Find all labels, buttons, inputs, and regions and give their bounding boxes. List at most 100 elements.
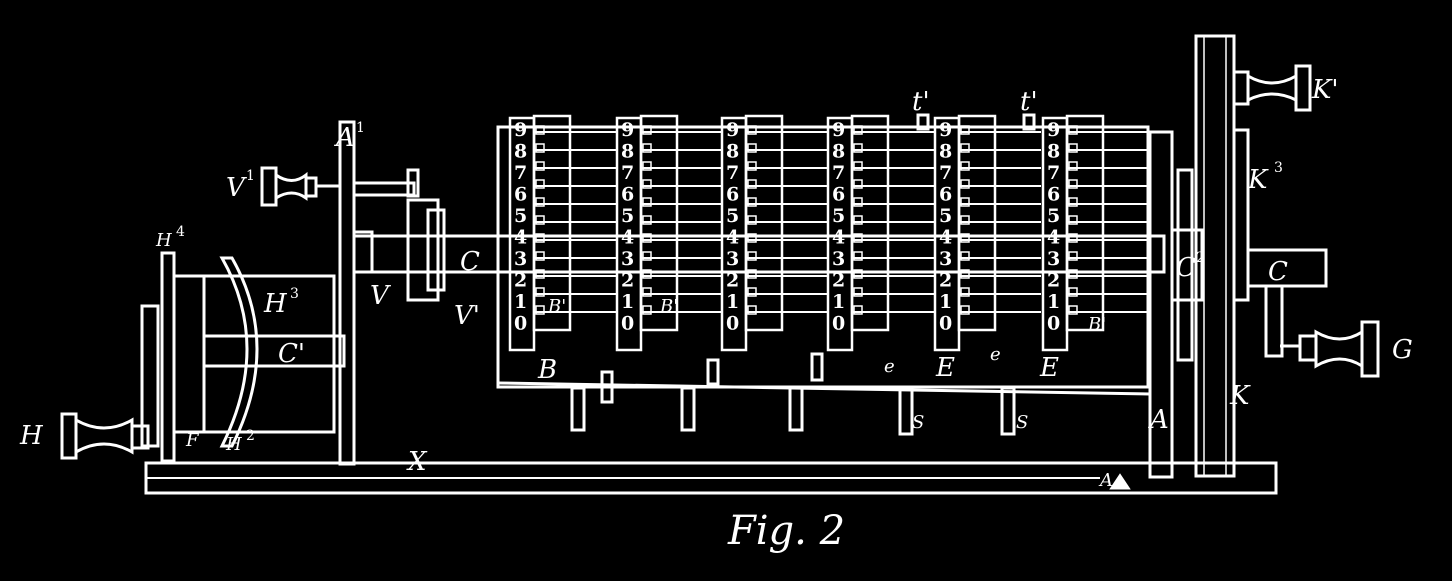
- h-rod-c-prime: [202, 334, 346, 368]
- label-a1-sup: 1: [356, 120, 365, 136]
- wheel-tooth: [1068, 197, 1078, 207]
- wheel-digit: 5: [621, 205, 634, 227]
- wheel-digit: 3: [514, 248, 527, 270]
- wheel-tooth: [853, 161, 863, 171]
- c2-hub: [1170, 228, 1204, 302]
- label-h3: H: [263, 289, 288, 319]
- labels: H H 2 H 3 H 4 F A 1 V 1 V V' C C' B B' B…: [19, 75, 1413, 554]
- wheel-digit: 7: [939, 162, 952, 184]
- wheel-digit: 4: [832, 227, 845, 249]
- wheel-tooth: [1068, 125, 1078, 135]
- wheel-tooth: [535, 287, 545, 297]
- wheel-digit: 7: [514, 162, 527, 184]
- v-rod: [352, 181, 416, 197]
- wheel-tooth: [853, 125, 863, 135]
- wheel-tooth: [960, 233, 970, 243]
- wheel-digit: 1: [726, 291, 739, 313]
- wheel-digit: 3: [726, 248, 739, 270]
- label-h2-sup: 2: [246, 428, 255, 444]
- wheel-digit: 1: [1047, 291, 1060, 313]
- label-b-prime-3: B': [1087, 314, 1106, 335]
- wheel-digit: 7: [726, 162, 739, 184]
- gear-k-inner: [1203, 35, 1227, 477]
- wheel-digit: 3: [832, 248, 845, 270]
- label-v1: V: [226, 173, 247, 203]
- wheel-digit: 0: [1047, 313, 1060, 335]
- label-h3-sup: 3: [290, 286, 299, 302]
- label-a: A: [1098, 470, 1113, 491]
- wheel-tooth: [1068, 215, 1078, 225]
- wheel-tooth: [747, 125, 757, 135]
- pin-t2: [1022, 113, 1036, 131]
- wheel-digit: 5: [832, 205, 845, 227]
- wheel-tooth: [960, 143, 970, 153]
- wheel-tooth: [747, 305, 757, 315]
- wheel-tooth: [853, 305, 863, 315]
- wheel-digit: 5: [1047, 205, 1060, 227]
- label-c2: C: [1176, 253, 1196, 283]
- wheel-tooth: [642, 269, 652, 279]
- v1-knob: [260, 166, 318, 207]
- number-wheels: 9876543210987654321098765432109876543210…: [508, 114, 1149, 352]
- label-t-prime-1: t': [912, 87, 930, 117]
- wheel-tooth: [642, 305, 652, 315]
- label-e-small-2: e: [990, 344, 1001, 365]
- h-knob: [60, 412, 134, 460]
- wheel-digit: 2: [832, 270, 845, 292]
- v-hub: [352, 230, 374, 274]
- v-gear-2: [426, 208, 446, 292]
- wheel-tooth: [1068, 287, 1078, 297]
- label-e-small-1: e: [884, 356, 895, 377]
- h-curved-plate: [219, 256, 259, 448]
- wheel-tooth: [535, 251, 545, 261]
- label-t-prime-2: t': [1020, 87, 1038, 117]
- label-e1: E: [935, 353, 955, 383]
- label-e2: E: [1039, 353, 1059, 383]
- wheel-digit: 0: [832, 313, 845, 335]
- wheel-tooth: [747, 197, 757, 207]
- wheel-digit: 5: [514, 205, 527, 227]
- wheel-digit: 7: [1047, 162, 1060, 184]
- wheel-digit: 1: [621, 291, 634, 313]
- wheel-digit: 2: [514, 270, 527, 292]
- wheel-digit: 5: [939, 205, 952, 227]
- label-k: K: [1229, 381, 1251, 411]
- h-left-plate: [140, 304, 160, 448]
- wheel-digit: 2: [1047, 270, 1060, 292]
- label-a1: A: [334, 123, 355, 153]
- wheel-tooth: [1068, 161, 1078, 171]
- wheel-digit: 8: [939, 141, 952, 163]
- wheel-digit: 9: [621, 119, 634, 141]
- wheel-tooth: [642, 161, 652, 171]
- wheel-tooth: [960, 125, 970, 135]
- wheel-digit: 4: [939, 227, 952, 249]
- wheel-tooth: [642, 179, 652, 189]
- wheel-tooth: [535, 179, 545, 189]
- stud-top-3: [810, 352, 824, 382]
- wheel-digit: 4: [514, 227, 527, 249]
- wheel-tooth: [960, 197, 970, 207]
- label-b-prime-1: B': [547, 296, 566, 317]
- wheel-tooth: [642, 251, 652, 261]
- wheel-tooth: [853, 251, 863, 261]
- h-plate-h4: [160, 251, 176, 463]
- wheel-digit: 2: [621, 270, 634, 292]
- wheel-digit: 6: [1047, 184, 1060, 206]
- h-knob-shaft: [130, 424, 150, 450]
- wheel-digit: 6: [621, 184, 634, 206]
- label-x: X: [406, 447, 428, 477]
- wheel-digit: 5: [726, 205, 739, 227]
- label-f: F: [185, 430, 200, 451]
- wheel-tooth: [535, 215, 545, 225]
- wheel-digit: 9: [1047, 119, 1060, 141]
- wheel-tooth: [853, 143, 863, 153]
- wheel-digit: 9: [832, 119, 845, 141]
- h-toothed-wheel: [172, 274, 206, 434]
- wheel-digit: 3: [939, 248, 952, 270]
- stud-3: [788, 386, 804, 432]
- label-k3: K: [1247, 165, 1269, 195]
- wheel-tooth: [1068, 305, 1078, 315]
- k3-rod: [1232, 128, 1250, 302]
- wheel-tooth: [535, 233, 545, 243]
